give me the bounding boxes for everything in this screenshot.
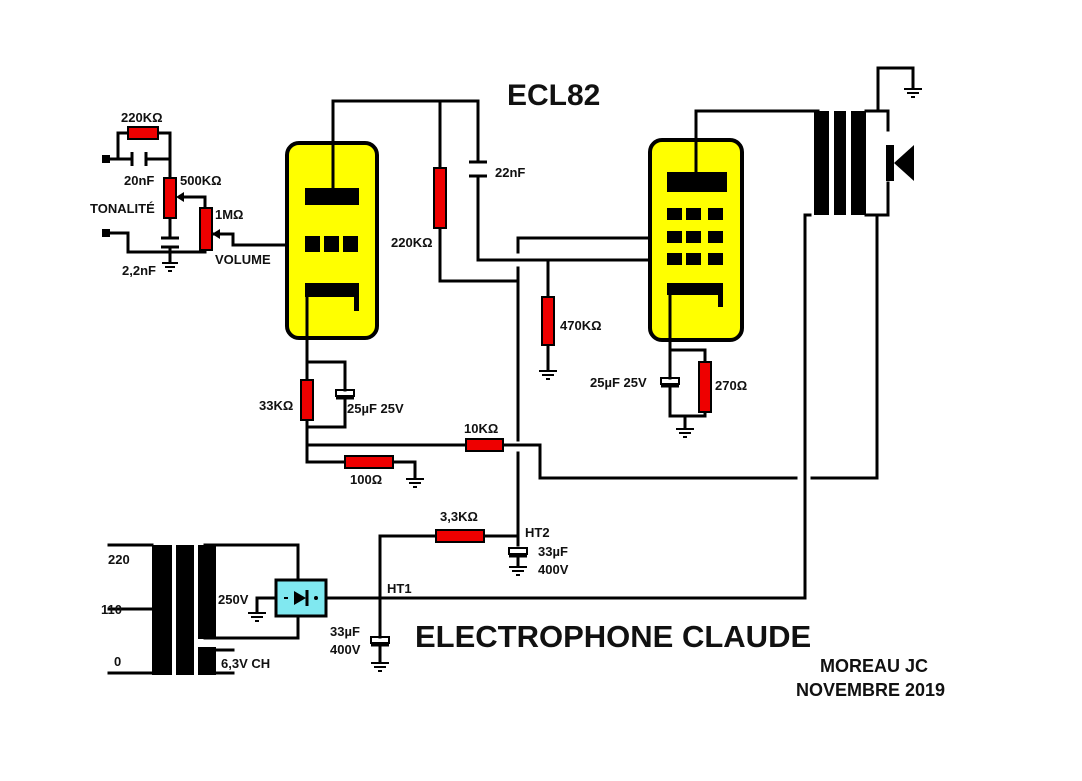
label-pot-volume-value: 1MΩ: [215, 207, 243, 222]
author-label: MOREAU JC: [820, 656, 928, 676]
tube-title: ECL82: [507, 79, 600, 112]
power-transformer: [152, 545, 216, 675]
label-tr-heater: 6,3V CH: [221, 656, 270, 671]
label-r-feedback: 10KΩ: [464, 421, 498, 436]
resistor-270: [698, 361, 712, 413]
label-c-ht2-value: 33µF: [538, 544, 568, 559]
resistor-220k-plate: [433, 167, 447, 229]
pot-volume-body: [199, 207, 213, 251]
pot-tone-wiper-icon: [176, 192, 184, 202]
ground-icon: [371, 662, 389, 672]
label-pot-tone-value: 500KΩ: [180, 173, 222, 188]
label-c-coupling: 22nF: [495, 165, 525, 180]
ground-icon: [509, 566, 527, 576]
label-c-cathode-pentode: 25µF 25V: [590, 375, 647, 390]
triode-plate: [305, 188, 359, 205]
label-r-cathode-pentode: 270Ω: [715, 378, 747, 393]
wires: [106, 66, 915, 675]
ground-icon: [904, 88, 922, 98]
pentode-cathode: [667, 283, 723, 295]
capacitor-33uf-ht2: [508, 547, 528, 558]
label-c-tone: 20nF: [124, 173, 154, 188]
label-c-ht1-value: 33µF: [330, 624, 360, 639]
capacitor-22nf: [469, 160, 487, 178]
label-c-ht2-voltage: 400V: [538, 562, 569, 577]
resistor-470k: [541, 296, 555, 346]
pentode-plate: [667, 172, 727, 192]
ground-icon: [676, 428, 694, 438]
label-ht1: HT1: [387, 581, 412, 596]
potentiometer-volume[interactable]: [199, 207, 220, 251]
pentode-grids: [667, 208, 723, 265]
ground-icon: [406, 478, 424, 488]
output-transformer: [814, 111, 866, 215]
label-tr-110: 110: [101, 602, 122, 617]
label-tr-ht: 250V: [218, 592, 249, 607]
label-c-cathode-triode: 25µF 25V: [347, 401, 404, 416]
pot-volume-wiper-icon: [212, 229, 220, 239]
ground-icon: [248, 612, 266, 622]
label-tr-0: 0: [114, 654, 121, 669]
label-r-filter: 3,3KΩ: [440, 509, 478, 524]
label-r-tone-feedback: 220KΩ: [121, 110, 163, 125]
grounds: [162, 88, 922, 672]
capacitor-2n2: [161, 236, 179, 249]
main-title: ELECTROPHONE CLAUDE: [415, 619, 811, 654]
capacitor-33uf-ht1: [370, 636, 390, 647]
diode-icon: [294, 591, 306, 605]
pot-tone-body: [163, 177, 177, 219]
tube-triode: [285, 141, 379, 340]
label-tr-220: 220: [108, 552, 130, 567]
ground-icon: [162, 262, 178, 272]
speaker-icon: [886, 145, 914, 181]
date-label: NOVEMBRE 2019: [796, 680, 945, 700]
label-c-tone-ground: 2,2nF: [122, 263, 156, 278]
resistor-100: [344, 455, 394, 469]
potentiometer-tone[interactable]: [163, 177, 184, 219]
ground-icon: [539, 370, 557, 380]
label-pot-volume-name: VOLUME: [215, 252, 271, 267]
triode-cathode: [305, 283, 359, 297]
label-r-cathode-triode: 33KΩ: [259, 398, 293, 413]
label-r-grid-pentode: 470KΩ: [560, 318, 602, 333]
label-pot-tone-name: TONALITÉ: [90, 201, 155, 216]
capacitor-20nf: [130, 152, 148, 166]
resistors: [127, 126, 712, 543]
capacitor-25uf-triode: [335, 389, 355, 400]
rectifier: [274, 578, 328, 618]
capacitor-25uf-pentode: [660, 377, 680, 388]
label-r-feedback-ground: 100Ω: [350, 472, 382, 487]
resistor-33k: [300, 379, 314, 421]
label-r-plate-triode: 220KΩ: [391, 235, 433, 250]
resistor-220k-tone: [127, 126, 159, 140]
resistor-10k: [465, 438, 504, 452]
capacitors: [130, 152, 680, 647]
input-terminal-1: [102, 155, 110, 163]
label-ht2: HT2: [525, 525, 550, 540]
resistor-3k3: [435, 529, 485, 543]
tube-pentode: [648, 138, 744, 342]
triode-grid: [305, 236, 320, 252]
input-terminal-2: [102, 229, 110, 237]
label-c-ht1-voltage: 400V: [330, 642, 361, 657]
